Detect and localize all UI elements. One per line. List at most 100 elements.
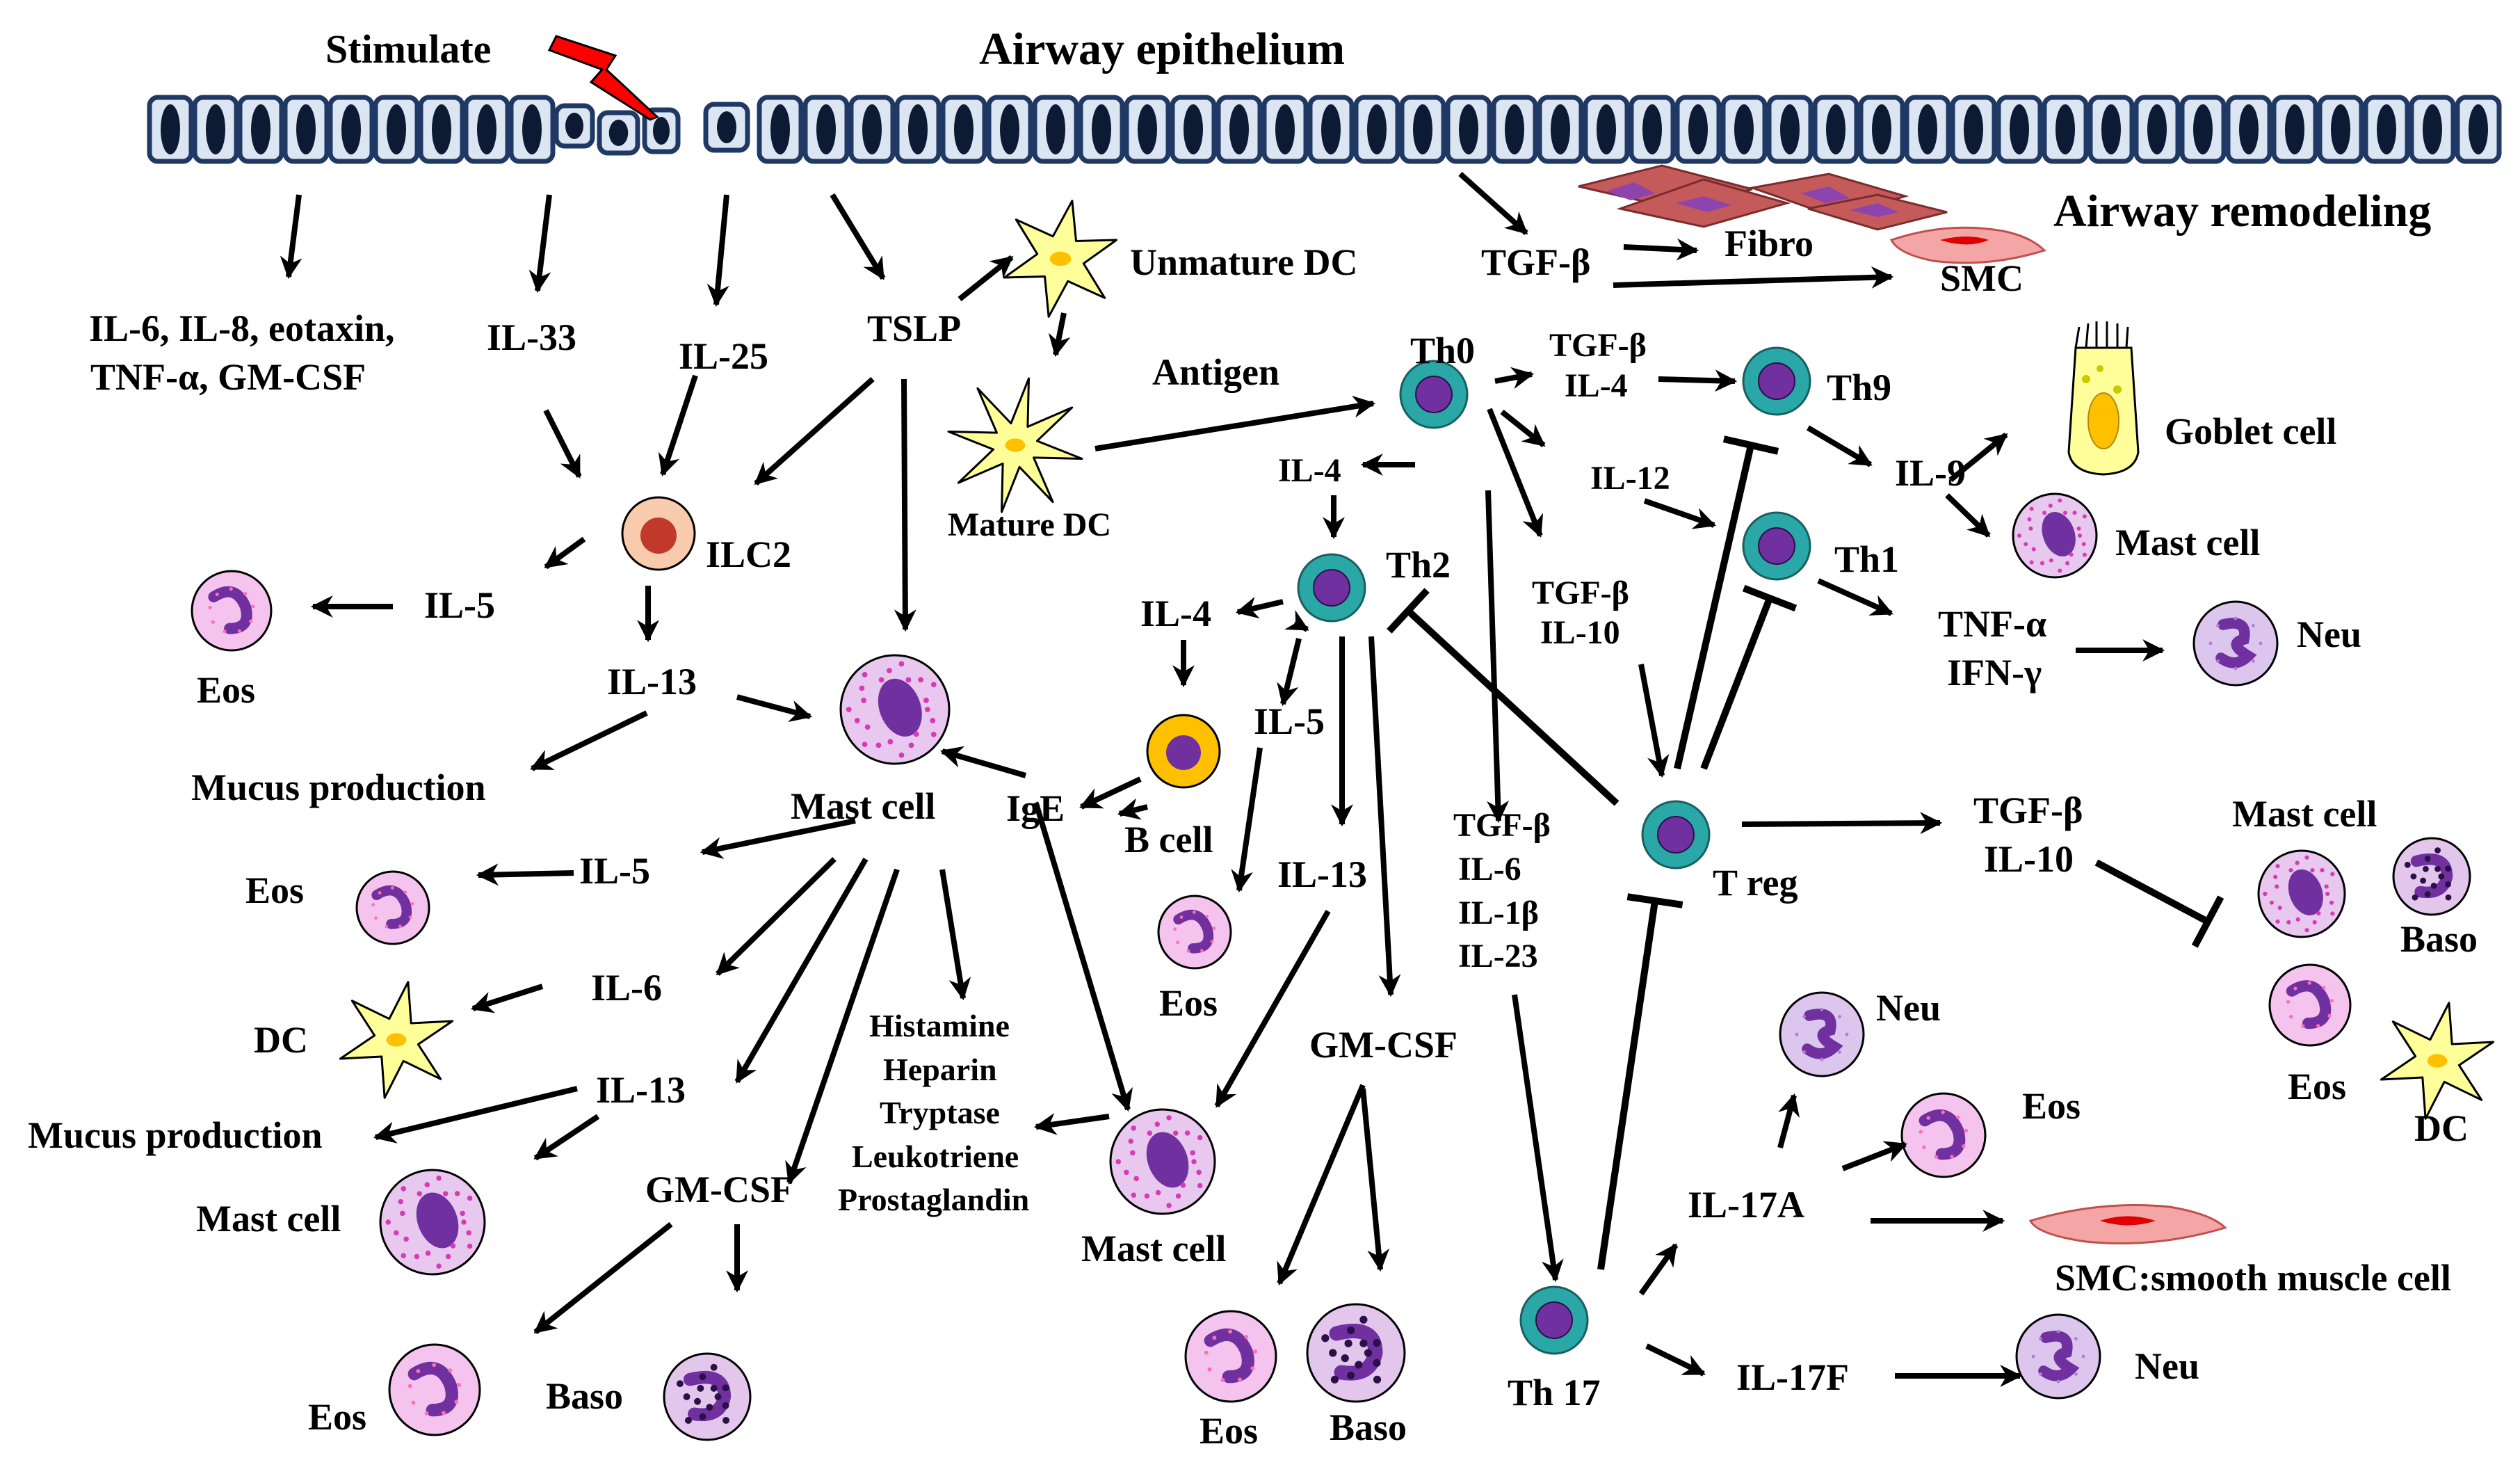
th9-cell — [1742, 346, 1811, 416]
stimulate-label: Stimulate — [325, 26, 491, 72]
epithelial-cell — [848, 95, 896, 164]
epithelial-cell — [894, 95, 942, 164]
arrow — [1048, 312, 1071, 358]
arrow — [1095, 395, 1376, 451]
epithelial-cell — [986, 95, 1033, 164]
epithelial-cell — [1720, 95, 1768, 164]
mature-dc-icon — [947, 377, 1083, 513]
epithelial-cell — [1812, 95, 1859, 164]
arrow — [533, 1221, 673, 1335]
arrow — [958, 255, 1014, 302]
epithelial-cell — [554, 103, 595, 149]
smc-label: SMC — [1940, 257, 2024, 299]
treg-label: T reg — [1713, 862, 1798, 904]
arrow — [1284, 610, 1309, 632]
mucus-production-2-label: Mucus production — [28, 1114, 323, 1156]
arrow — [1235, 596, 1284, 619]
arrow — [1485, 490, 1510, 824]
tryptase-label: Tryptase — [880, 1095, 1000, 1130]
th17-cytokine-label-c: IL-1β — [1458, 895, 1539, 931]
mast-cell-left-icon — [379, 1169, 486, 1276]
mucus-production-1-label: Mucus production — [191, 767, 486, 808]
ilc2-label: ILC2 — [706, 534, 791, 575]
eos-ilc2-icon — [191, 570, 273, 652]
epithelial-cell — [1996, 95, 2043, 164]
epithelial-cell — [508, 95, 556, 164]
epithelial-cell — [757, 95, 804, 164]
tnfa-label: TNF-α — [1938, 603, 2046, 645]
epithelial-cell — [282, 95, 330, 164]
il17f-label: IL-17F — [1736, 1356, 1849, 1398]
eos-il17a-label: Eos — [2022, 1085, 2081, 1127]
lightning-icon — [547, 35, 659, 121]
epithelial-cell — [1766, 95, 1814, 164]
epithelial-cell — [1307, 95, 1355, 164]
arrow — [1817, 578, 1893, 616]
epithelial-cell — [2317, 95, 2364, 164]
arrows — [280, 172, 2165, 1387]
mast-cell-left-label: Mast cell — [196, 1198, 341, 1240]
labels: Stimulate Airway epithelium Airway remod… — [28, 24, 2478, 1452]
neu-il17a-label: Neu — [1876, 987, 1941, 1029]
smc-cell-bottom — [2028, 1204, 2227, 1244]
tgfb-il4-label-a: TGF-β — [1549, 327, 1647, 364]
il6-mast-label: IL-6 — [591, 967, 662, 1009]
il5-mast-label: IL-5 — [579, 850, 650, 892]
t-cells — [1297, 346, 1811, 1355]
arrow — [1948, 432, 2008, 483]
b-cell — [1146, 714, 1221, 789]
il33-label: IL-33 — [487, 316, 576, 358]
mast-cell-center-icon — [839, 654, 951, 765]
neu-il17a-icon — [1779, 991, 1865, 1077]
mast-cell-bottom-label: Mast cell — [1081, 1228, 1226, 1269]
epithelial-cell — [1583, 95, 1630, 164]
epithelial-cell — [373, 95, 420, 164]
epithelial-cell — [1950, 95, 1997, 164]
gmcsf-th2-label: GM-CSF — [1309, 1024, 1457, 1066]
epithelial-cell — [1353, 95, 1400, 164]
arrow — [1360, 1088, 1390, 1272]
arrow — [1368, 636, 1401, 997]
th17-label: Th 17 — [1508, 1372, 1601, 1413]
il4-th0-label: IL-4 — [1278, 452, 1341, 489]
th2-label: Th2 — [1386, 544, 1451, 586]
th17-cytokine-label-d: IL-23 — [1458, 938, 1538, 975]
arrow — [1643, 498, 1717, 529]
neu-th1-icon — [2192, 600, 2279, 687]
epithelial-cell — [2133, 95, 2181, 164]
eos-th2-label: Eos — [1159, 982, 1218, 1024]
eos-mast-label: Eos — [245, 869, 304, 911]
arrow — [1458, 172, 1528, 235]
il4-th2-label: IL-4 — [1140, 593, 1211, 634]
arrow — [544, 536, 586, 570]
tgfb-remodel-label: TGF-β — [1481, 241, 1590, 283]
baso-bottom-mid-icon — [1306, 1303, 1406, 1403]
ifng-label: IFN-γ — [1947, 652, 2042, 694]
mast-cell-right-icon — [2257, 849, 2346, 938]
tgfb-treg-label-a: TGF-β — [1532, 575, 1629, 611]
tslp-label: TSLP — [867, 307, 961, 349]
epithelial-cell — [2409, 95, 2456, 164]
inhibition-lines — [1387, 435, 2224, 1270]
mast-cell-right-label: Mast cell — [2232, 793, 2377, 835]
inhibition-bar — [1700, 584, 1798, 770]
epithelial-cell — [328, 95, 375, 164]
mast-cell-bottom-icon — [1109, 1108, 1216, 1215]
th9-label: Th9 — [1827, 367, 1891, 408]
epithelial-cell — [1858, 95, 1905, 164]
th17-cell — [1519, 1285, 1589, 1355]
epithelial-cell — [1124, 95, 1171, 164]
baso-bottom-left-label: Baso — [546, 1375, 623, 1417]
arrow — [528, 194, 552, 294]
airway-epithelium-strip — [147, 95, 2502, 164]
arrow — [894, 378, 916, 632]
epithelial-cell — [1491, 95, 1538, 164]
inhibition-bar — [2094, 859, 2224, 948]
arrow — [754, 377, 875, 486]
epithelial-cell — [237, 95, 284, 164]
tgfb-il4-label-b: IL-4 — [1565, 367, 1628, 404]
eos-right-label: Eos — [2288, 1066, 2346, 1107]
granulocytes — [191, 492, 2471, 1441]
il5-ilc2-label: IL-5 — [424, 584, 495, 626]
arrow — [1741, 812, 1943, 835]
